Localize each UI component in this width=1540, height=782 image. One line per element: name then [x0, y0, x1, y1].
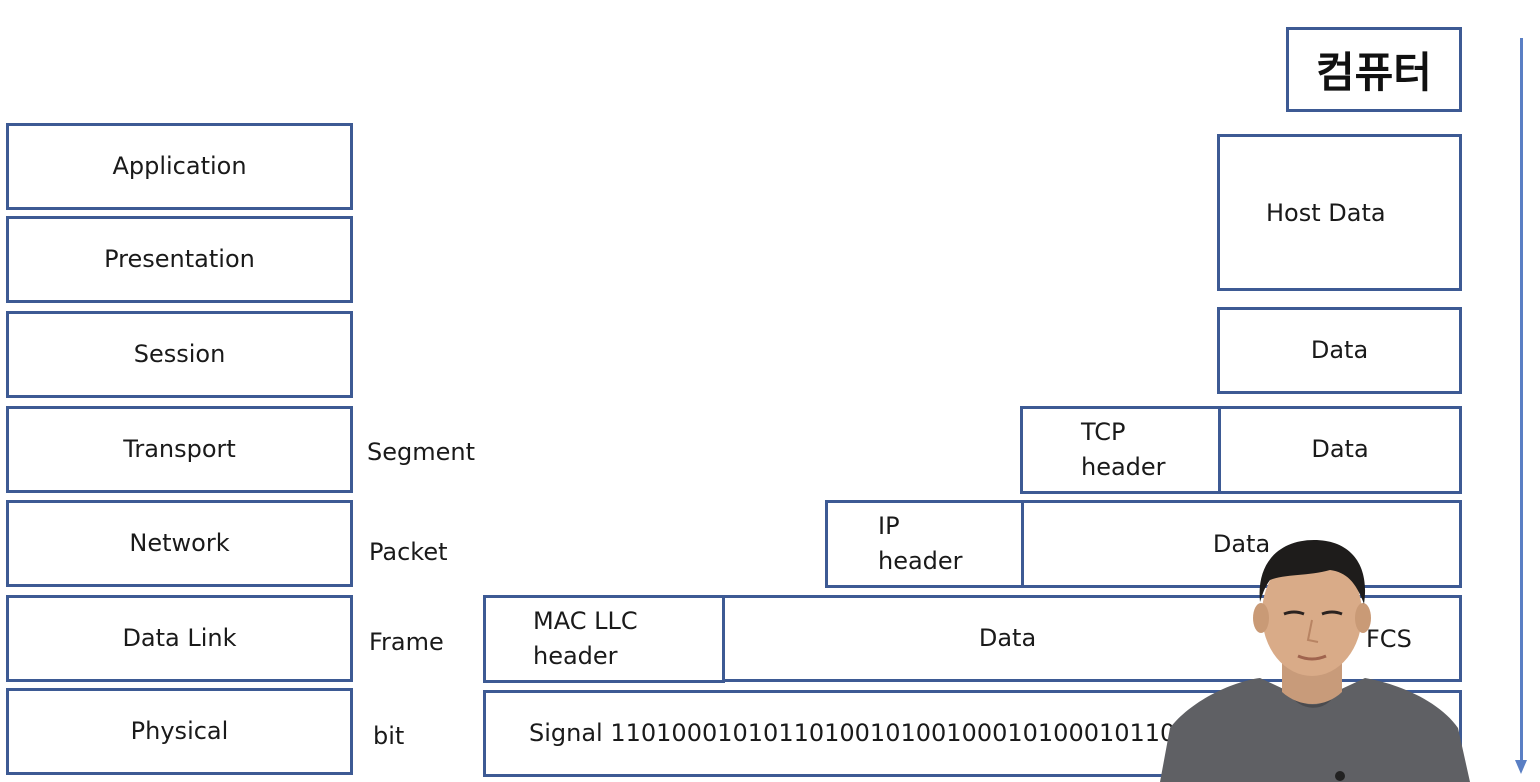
network-data-box: Data	[1021, 500, 1462, 588]
pdu-bit: bit	[373, 722, 405, 750]
ip-header-line1: IP	[878, 512, 900, 541]
pdu-packet: Packet	[369, 538, 448, 566]
session-data-box: Data	[1217, 307, 1462, 394]
layer-session: Session	[6, 311, 353, 398]
down-arrow-icon	[1515, 760, 1527, 774]
layer-physical: Physical	[6, 688, 353, 775]
computer-title-box: 컴퓨터	[1286, 27, 1462, 112]
computer-title: 컴퓨터	[1316, 48, 1432, 97]
mac-header-box: MAC LLC header	[483, 595, 725, 683]
signal-label: Signal 110100010101101001010010001010001…	[529, 718, 1191, 747]
layer-presentation: Presentation	[6, 216, 353, 303]
ip-header-line2: header	[878, 547, 963, 575]
ip-header-box: IP header	[825, 500, 1024, 588]
tcp-header-box: TCP header	[1020, 406, 1221, 494]
layer-network: Network	[6, 500, 353, 587]
transport-data-box: Data	[1218, 406, 1462, 494]
fcs-label: FCS	[1366, 625, 1412, 653]
layer-label: Physical	[130, 716, 229, 745]
layer-label: Transport	[123, 434, 236, 463]
session-data-label: Data	[1310, 335, 1369, 364]
layer-label: Presentation	[104, 244, 255, 273]
layer-application: Application	[6, 123, 353, 210]
layer-label: Application	[112, 151, 247, 180]
layer-label: Network	[129, 528, 230, 557]
host-data-box: Host Data	[1217, 134, 1462, 291]
layer-label: Data Link	[122, 623, 237, 652]
tcp-header-line2: header	[1081, 453, 1166, 481]
tcp-header-line1: TCP	[1081, 418, 1126, 447]
layer-data-link: Data Link	[6, 595, 353, 682]
transport-data-label: Data	[1311, 435, 1369, 464]
direction-arrow-line	[1520, 38, 1523, 762]
mac-header-line2: header	[533, 642, 618, 670]
pdu-segment: Segment	[367, 438, 475, 466]
frame-data-label: Data	[978, 623, 1037, 652]
pdu-frame: Frame	[369, 628, 444, 656]
presenter-image	[1160, 540, 1470, 782]
mac-header-line1: MAC LLC	[533, 607, 638, 636]
host-data-label: Host Data	[1266, 199, 1386, 227]
layer-label: Session	[133, 339, 226, 368]
layer-transport: Transport	[6, 406, 353, 493]
network-data-label: Data	[1212, 530, 1271, 558]
